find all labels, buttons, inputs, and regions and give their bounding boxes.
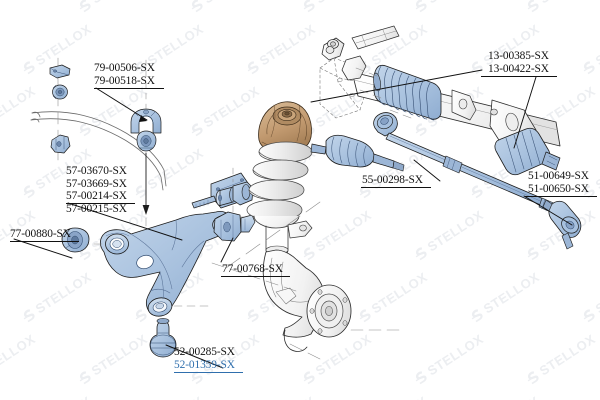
part-number: 51-00650-SX bbox=[528, 182, 589, 195]
section-lines bbox=[211, 201, 400, 360]
part-number: 57-03670-SX bbox=[66, 165, 127, 177]
stabilizer-bar bbox=[30, 111, 167, 191]
part-number-active[interactable]: 52-01359-SX bbox=[174, 358, 235, 371]
leader-lines bbox=[13, 69, 573, 369]
label-underline-outer-tie-rod bbox=[525, 196, 597, 197]
part-number: 77-00880-SX bbox=[10, 228, 71, 240]
label-underline-rear-bushing bbox=[10, 241, 79, 242]
part-number: 51-00649-SX bbox=[528, 170, 589, 182]
label-underline-link-bushing bbox=[221, 276, 290, 277]
construction-lines bbox=[355, 67, 412, 119]
label-ball-joint[interactable]: 52-00285-SX 52-01359-SX bbox=[174, 346, 235, 371]
label-steering-boot[interactable]: 13-00385-SX 13-00422-SX bbox=[488, 50, 549, 75]
stabilizer-bushing-ring bbox=[136, 130, 157, 152]
part-number: 57-03669-SX bbox=[66, 177, 127, 190]
rear-control-arm-bushing bbox=[61, 227, 90, 253]
label-underline-ball-joint bbox=[174, 372, 243, 373]
label-stabilizer-bushing[interactable]: 79-00506-SX 79-00518-SX bbox=[94, 62, 155, 87]
part-number: 55-00298-SX bbox=[362, 174, 423, 186]
part-number: 13-00422-SX bbox=[488, 62, 549, 75]
cv-joint-driveshaft bbox=[310, 134, 405, 172]
strut-assembly bbox=[246, 101, 352, 352]
part-number: 57-00214-SX bbox=[66, 190, 127, 203]
label-control-arm-bushings[interactable]: 57-03670-SX 57-03669-SX 57-00214-SX 57-0… bbox=[66, 165, 127, 215]
steering-rack-boot-right bbox=[494, 127, 561, 176]
label-link-bushing[interactable]: 77-00768-SX bbox=[222, 263, 283, 276]
part-number: 79-00506-SX bbox=[94, 62, 155, 74]
label-inner-tie-rod[interactable]: 55-00298-SX bbox=[362, 174, 423, 187]
label-rear-bushing[interactable]: 77-00880-SX bbox=[10, 228, 71, 241]
link-bushing-parts bbox=[191, 172, 256, 242]
part-number: 57-00215-SX bbox=[66, 202, 127, 215]
label-underline-control-arm-bushings bbox=[66, 203, 135, 204]
part-number: 52-00285-SX bbox=[174, 346, 235, 358]
label-underline-stabilizer-bushing bbox=[94, 88, 164, 89]
label-outer-tie-rod[interactable]: 51-00649-SX 51-00650-SX bbox=[528, 170, 589, 195]
stabilizer-link-parts bbox=[49, 64, 71, 154]
part-number: 13-00385-SX bbox=[488, 50, 549, 62]
lower-ball-joint bbox=[149, 318, 177, 358]
part-number: 79-00518-SX bbox=[94, 74, 155, 87]
label-underline-steering-boot bbox=[481, 76, 557, 77]
part-number: 77-00768-SX bbox=[222, 263, 283, 275]
label-underline-inner-tie-rod bbox=[361, 187, 431, 188]
